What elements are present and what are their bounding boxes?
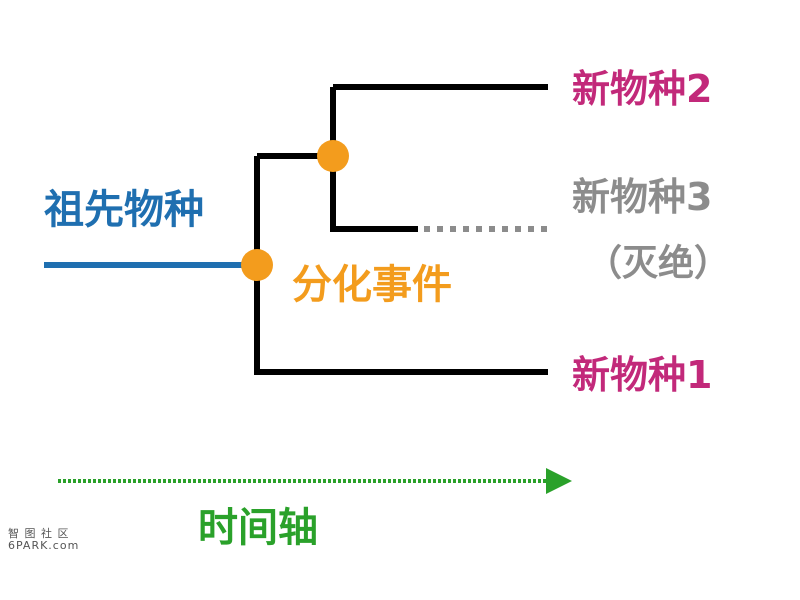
speciation-node-2 — [317, 140, 349, 172]
ancestor-species-label: 祖先物种 — [44, 187, 204, 233]
new-species-3-label: 新物种3 — [572, 175, 713, 219]
speciation-event-label: 分化事件 — [292, 262, 452, 308]
watermark-line-2: 6PARK.com — [8, 539, 80, 552]
new-species-1-label: 新物种1 — [572, 353, 713, 397]
watermark-line-1: 智 图 社 区 — [8, 527, 70, 540]
time-axis-label: 时间轴 — [198, 505, 318, 551]
speciation-node-1 — [241, 249, 273, 281]
time-axis-arrowhead — [546, 468, 572, 494]
split-2-branches — [330, 84, 548, 232]
watermark: 智 图 社 区 6PARK.com — [8, 528, 79, 552]
extinct-label: （灭绝） — [586, 243, 731, 284]
new-species-2-label: 新物种2 — [572, 67, 713, 111]
